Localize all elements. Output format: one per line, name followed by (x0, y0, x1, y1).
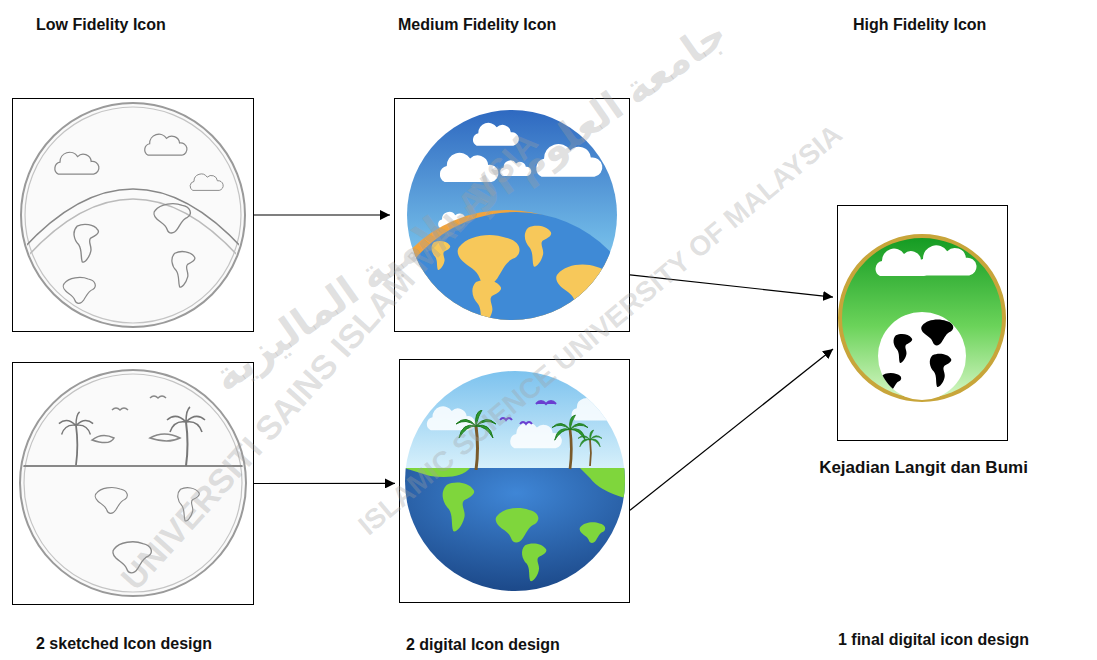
digital-icon-box: Medium Fidelity Icon (394, 98, 630, 332)
sketch-earth-sky-part (21, 103, 245, 327)
sketch-horizon-palms-part (95, 488, 127, 514)
final-icon-box: High Fidelity IconKejadian Langit dan Bu… (837, 205, 1008, 441)
sketch-horizon-palms-part (150, 396, 166, 398)
sketch-earth-sky-part (74, 224, 98, 262)
digital-horizon-palms-part (580, 468, 632, 500)
sketch-earth-sky-part (22, 189, 244, 250)
final-icon (840, 236, 1004, 400)
sketch-earth-sky-part (22, 134, 244, 303)
sketch-earth-sky (21, 103, 245, 327)
flow-arrow (630, 349, 833, 510)
final-icon-part (878, 312, 966, 400)
sketch-icon-box: Low Fidelity Icon (12, 98, 254, 332)
digital-earth-sky-part (536, 144, 602, 177)
column-heading: High Fidelity Icon (853, 16, 986, 34)
digital-horizon-palms-part (400, 370, 632, 470)
column-heading: Medium Fidelity Icon (398, 16, 556, 34)
digital-horizon-palms-part (400, 370, 632, 593)
digital-earth-sky-part (525, 226, 551, 267)
sketch-earth-sky-part (25, 107, 241, 323)
sketch-horizon-palms-part (20, 396, 246, 573)
digital-horizon-palms-part (520, 422, 532, 424)
final-icon-part (880, 373, 901, 390)
sketch-earth-sky-part (26, 199, 240, 258)
digital-earth-sky-part (440, 153, 499, 182)
column-caption: 2 digital Icon design (406, 636, 560, 654)
sketch-horizon-palms-part (92, 435, 114, 442)
digital-earth-sky-part (472, 280, 501, 324)
final-icon-part (840, 236, 1004, 400)
digital-earth-sky-part (432, 241, 451, 270)
digital-horizon-palms-part (456, 410, 496, 470)
watermark-text: ISLAMIC SCIENCE UNIVERSITY OF MALAYSIA (352, 118, 848, 542)
digital-earth-sky-part (458, 235, 520, 285)
digital-horizon-palms-part (443, 483, 475, 532)
column-caption: 2 sketched Icon design (36, 635, 212, 653)
sketch-horizon-palms-part (113, 542, 151, 573)
sketch-earth-sky-part (190, 174, 223, 190)
sketch-icon-box: 2 sketched Icon design (12, 362, 254, 605)
digital-horizon-palms-part (500, 418, 512, 420)
digital-earth-sky-part (556, 264, 607, 305)
sketch-horizon-palms-part (178, 488, 200, 521)
digital-horizon-palms-part (400, 468, 632, 593)
digital-horizon-palms (400, 370, 632, 593)
digital-horizon-palms-part (404, 468, 470, 477)
sketch-earth-sky-part (55, 152, 99, 174)
sketch-horizon-palms-part (112, 408, 128, 410)
flow-arrow (254, 214, 390, 215)
digital-earth-sky-part (372, 105, 648, 478)
column-caption: 1 final digital icon design (838, 631, 1029, 649)
digital-horizon-palms-part (522, 543, 546, 581)
sketch-earth-sky-part (172, 252, 195, 288)
sketch-horizon-palms-part (150, 434, 180, 441)
final-icon-part (921, 320, 953, 346)
sketch-horizon-palms-part (20, 465, 246, 467)
sketch-earth-sky-part (154, 204, 190, 233)
digital-horizon-palms-part (580, 522, 606, 543)
digital-horizon-palms-part (572, 398, 617, 420)
sketch-horizon-palms-part (59, 412, 93, 465)
digital-earth-sky-part (384, 212, 648, 476)
icon-title: Kejadian Langit dan Bumi (819, 458, 1028, 478)
digital-earth-sky (372, 105, 648, 478)
column-heading: Low Fidelity Icon (36, 16, 166, 34)
digital-horizon-palms-part (496, 508, 539, 543)
sketch-horizon-palms (20, 370, 246, 596)
digital-icon-box: 2 digital Icon design (399, 359, 630, 603)
watermark-text: جامعة العلوم الإسلامية الماليزية (205, 10, 736, 401)
sketch-horizon-palms-part (167, 407, 205, 466)
flow-arrow (630, 275, 833, 297)
final-icon-part (930, 354, 952, 387)
final-icon-part (880, 320, 953, 391)
final-icon-part (916, 245, 977, 275)
sketch-horizon-palms-part (24, 374, 242, 592)
final-icon-part (894, 334, 913, 363)
digital-earth-sky-part (500, 160, 531, 176)
sketch-horizon-palms-part (20, 370, 246, 596)
sketch-earth-sky-part (145, 134, 187, 155)
sketch-earth-sky-part (63, 278, 95, 304)
digital-horizon-palms-part (578, 430, 602, 466)
digital-earth-sky-part (473, 123, 519, 146)
digital-horizon-palms-part (536, 401, 556, 404)
flow-arrow (254, 483, 395, 484)
